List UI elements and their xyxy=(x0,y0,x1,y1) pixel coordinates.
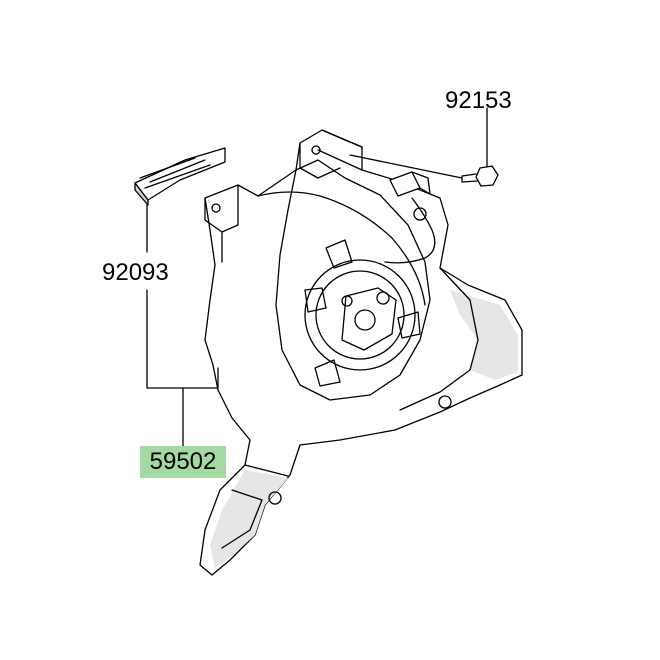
housing-inner-face xyxy=(275,159,431,401)
housing-tail-edge xyxy=(221,464,289,549)
lower-screw-right xyxy=(438,395,452,409)
leader-92093 xyxy=(146,204,219,389)
housing-right-arm-edge xyxy=(399,267,479,411)
motor-inner-ring xyxy=(315,270,405,360)
bolt-shank xyxy=(461,173,478,183)
wire-harness xyxy=(384,197,436,264)
leader-bolt-to-housing xyxy=(349,154,463,179)
top-tab-hole xyxy=(311,145,321,155)
bolt-head xyxy=(475,165,499,187)
housing-right-arm-shade xyxy=(450,290,518,380)
connector-latch xyxy=(411,171,431,195)
left-mount-tab xyxy=(204,184,239,263)
motor-boss-top xyxy=(376,291,390,305)
motor-mount-ear-right xyxy=(397,311,421,339)
gasket-part-grooves xyxy=(139,157,211,189)
top-mount-tab xyxy=(299,129,363,179)
motor-mount-ear-bottom xyxy=(314,359,341,387)
part-number-bolt: 92153 xyxy=(445,87,512,114)
cover-housing-outline xyxy=(199,129,523,576)
housing-rim-curve xyxy=(257,191,426,306)
housing-tail-shade xyxy=(210,470,288,568)
motor-shaft xyxy=(354,309,376,331)
motor-mount-ear-left xyxy=(304,287,327,313)
part-number-gasket: 92093 xyxy=(102,259,169,286)
lower-screw-bottom xyxy=(268,491,282,505)
motor-boss-left xyxy=(341,295,353,307)
gasket-part xyxy=(134,147,226,201)
part-number-cover-highlighted[interactable]: 59502 xyxy=(140,446,226,478)
left-tab-hole xyxy=(211,203,221,213)
motor-outer-ring xyxy=(304,259,416,371)
harness-clip xyxy=(413,207,427,221)
gasket-part-face xyxy=(134,182,149,206)
motor-mount-ear-top xyxy=(325,239,353,269)
